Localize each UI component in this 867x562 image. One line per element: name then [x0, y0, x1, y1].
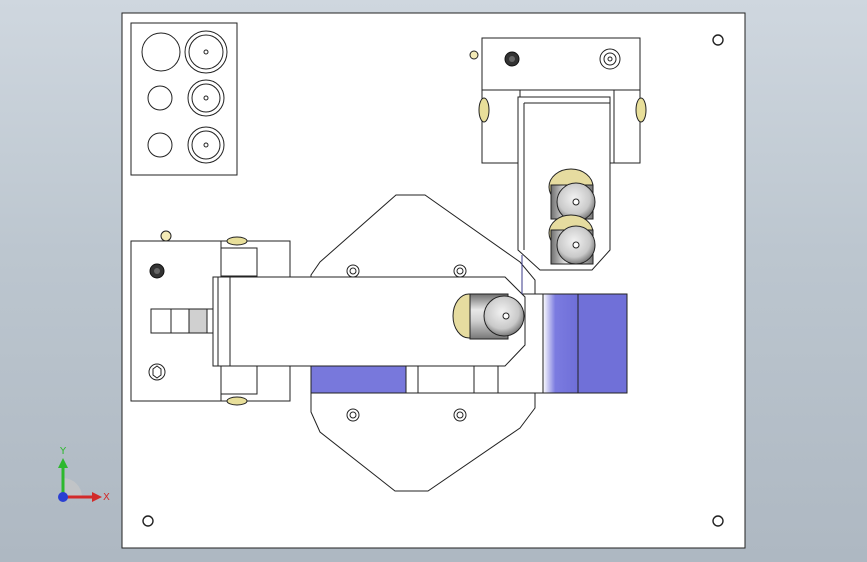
triad-y-arrow [58, 458, 68, 468]
plate-hole-bottom-right [712, 515, 724, 527]
left-pins [160, 230, 248, 406]
coordinate-triad: Y X [58, 446, 110, 503]
arm-roller[interactable] [452, 293, 525, 340]
hole-pattern-block[interactable] [130, 22, 238, 176]
triad-y-label: Y [59, 446, 67, 457]
plate-hole-bottom-left [142, 515, 154, 527]
plate-hole-top-right [712, 34, 724, 46]
vertical-arm-rollers[interactable] [548, 168, 596, 265]
triad-z-dot [58, 492, 68, 502]
triad-x-label: X [103, 492, 110, 503]
triad-xy-arc [63, 478, 82, 497]
triad-x-arrow [92, 492, 102, 502]
swing-arm[interactable] [212, 276, 526, 367]
left-clamp-block[interactable] [130, 240, 291, 402]
